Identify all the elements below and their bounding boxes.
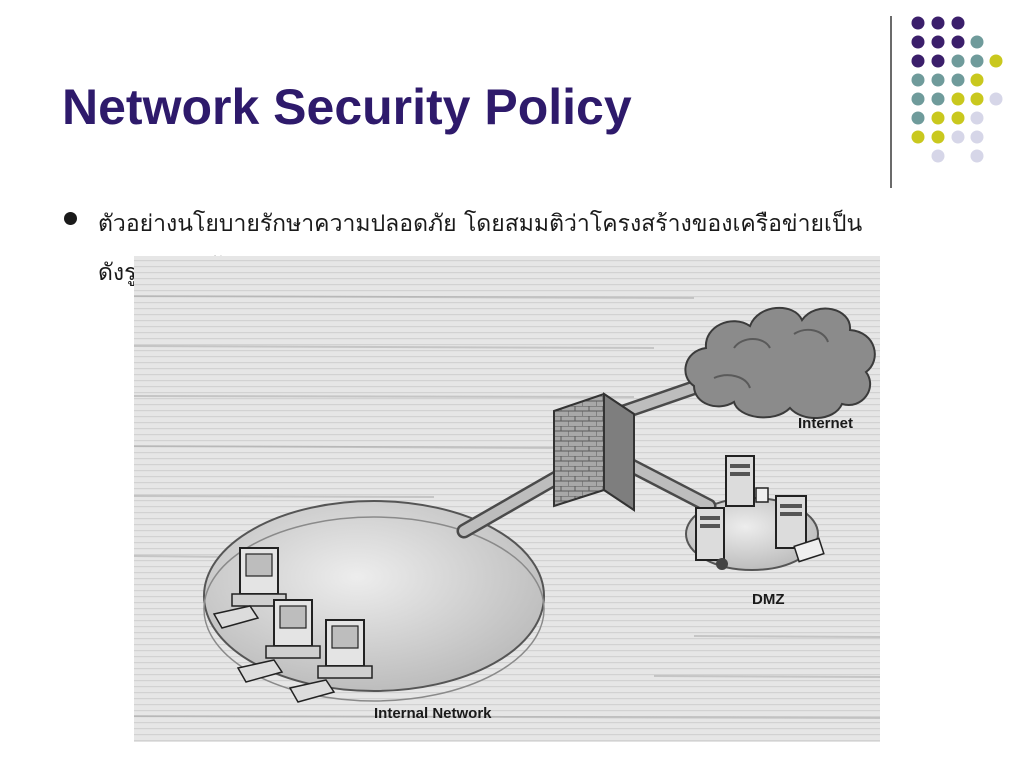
dmz-servers-icon <box>695 455 825 570</box>
internet-label: Internet <box>798 415 853 432</box>
bullet-icon <box>64 212 77 225</box>
faded-scan-text <box>134 295 880 719</box>
title-divider <box>890 16 892 188</box>
cloud-icon <box>684 306 876 420</box>
internal-network-label: Internal Network <box>374 705 492 722</box>
workstations-icon <box>212 547 373 703</box>
dmz-label: DMZ <box>752 591 785 608</box>
network-diagram: Internet DMZ <box>134 256 880 742</box>
firewall-icon <box>553 392 635 512</box>
slide-title: Network Security Policy <box>62 79 632 135</box>
link-firewall-dmz <box>618 455 717 514</box>
